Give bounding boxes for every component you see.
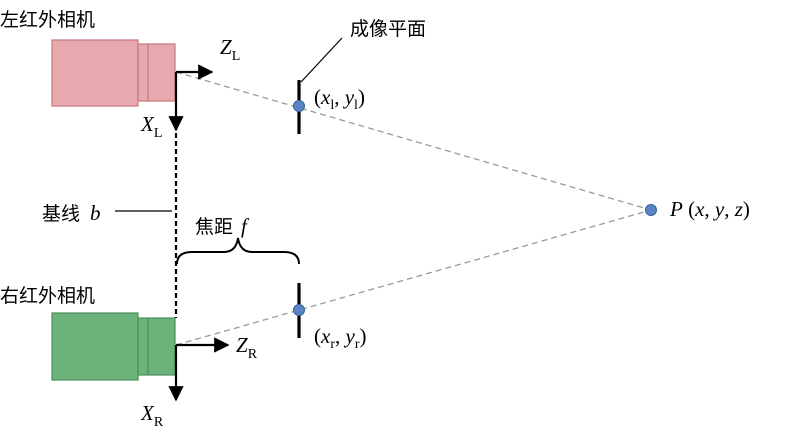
left-image-coords: (xl, yl) [314,85,365,113]
x-left-label: XL [140,112,162,141]
right-image-point [293,304,305,316]
left-camera [51,39,176,107]
z-left-label: ZL [220,35,240,64]
left-camera-lens [137,43,176,102]
right-camera-lens [137,317,176,376]
right-camera-label: 右红外相机 [0,285,95,307]
baseline-label: 基线 b [42,201,101,225]
right-camera-body [51,312,139,381]
left-camera-label: 左红外相机 [0,9,95,31]
x-right-label: XR [140,401,164,430]
target-point [645,204,657,216]
right-camera [51,312,176,381]
right-image-coords: (xr, yr) [314,324,367,352]
left-ray [175,71,652,211]
imaging-plane-leader [300,37,343,83]
left-camera-body [51,39,139,107]
focal-length-label: 焦距 f [195,214,250,238]
target-point-label: P (x, y, z) [669,197,750,221]
imaging-plane-label: 成像平面 [350,18,426,40]
focal-length-brace [176,237,300,265]
left-image-point [293,100,305,112]
z-right-label: ZR [236,333,258,362]
right-ray [175,209,652,346]
